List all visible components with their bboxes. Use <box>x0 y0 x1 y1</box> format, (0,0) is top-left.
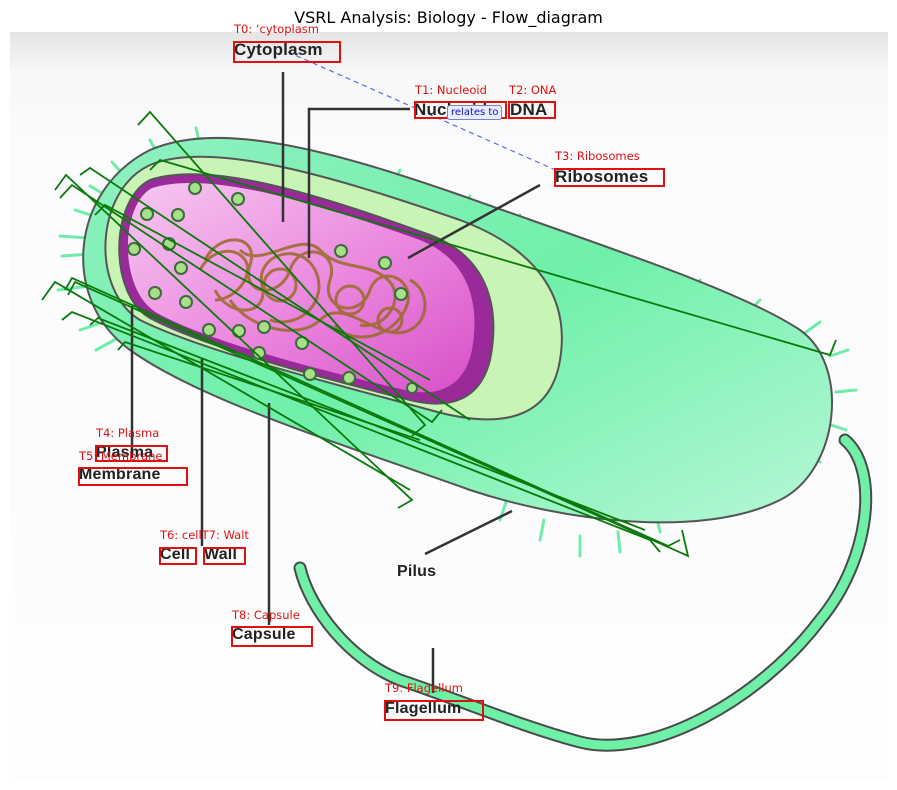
tag-t5: T5: Membrane <box>79 449 163 463</box>
label-pilus: Pilus <box>397 563 437 580</box>
label-plasma: Plasma <box>96 444 154 461</box>
relation-line <box>287 51 561 173</box>
bbox-t5-membrane <box>78 467 188 486</box>
bbox-t9-flagellum <box>384 700 484 721</box>
bbox-t3-ribosomes <box>554 168 665 187</box>
bbox-t7-wall <box>203 547 246 565</box>
nucleoid-dna-strands <box>198 238 427 339</box>
label-cell: Cell <box>160 546 191 563</box>
figure-title: VSRL Analysis: Biology - Flow_diagram <box>294 8 603 27</box>
tag-t9: T9: Flagellum <box>385 681 463 695</box>
flagellum-fill <box>295 435 871 750</box>
tag-t8: T8: Capsule <box>232 608 300 622</box>
tag-t6-t7: T6: cellT7: Walt <box>160 528 249 542</box>
bbox-t2-dna <box>508 101 556 119</box>
tag-t3: T3: Ribosomes <box>555 149 640 163</box>
tag-t2: T2: ONA <box>509 83 557 97</box>
cytoplasm-shape <box>127 182 475 393</box>
tag-t0: T0: ‘cytoplasm <box>234 22 319 36</box>
bbox-t8-capsule <box>231 626 313 647</box>
bbox-t4-plasma <box>95 445 168 462</box>
label-flagellum: Flagellum <box>385 700 462 717</box>
label-membrane: Membrane <box>79 466 161 483</box>
ribosome-dots <box>127 181 418 394</box>
tag-t4: T4: Plasma <box>96 426 160 440</box>
label-capsule: Capsule <box>232 626 296 643</box>
relation-label: relates to <box>447 105 503 120</box>
label-ribosomes: Ribosomes <box>555 167 649 186</box>
leader-lines <box>130 72 541 693</box>
tag-t1: T1: Nucleoid <box>415 83 487 97</box>
label-dna: DNA <box>510 100 548 119</box>
green-overlay-lines <box>41 110 837 558</box>
bbox-t6-cell <box>159 547 197 565</box>
label-cytoplasm: Cytoplasm <box>234 40 323 59</box>
bbox-t0-cytoplasm <box>233 41 341 63</box>
label-wall: Wall <box>204 546 238 563</box>
